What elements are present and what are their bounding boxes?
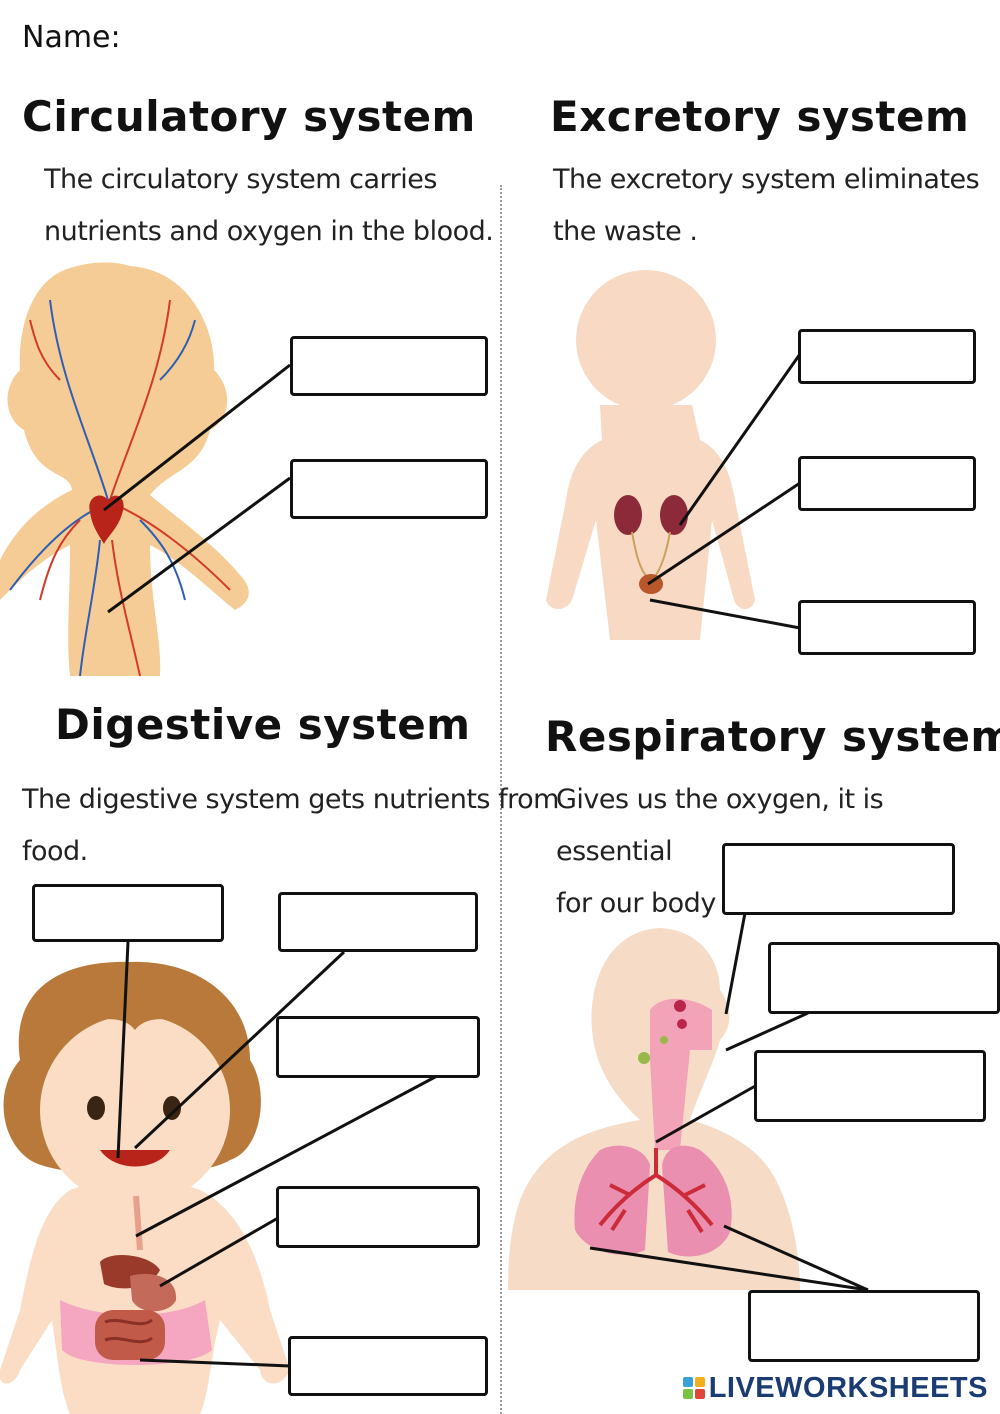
respiratory-answer-4-input[interactable] <box>748 1290 980 1362</box>
circulatory-answer-1-input[interactable] <box>290 336 488 396</box>
excretory-answer-1-input[interactable] <box>798 329 976 384</box>
liveworksheets-brand-text: LIVEWORKSHEETS <box>709 1372 988 1404</box>
liveworksheets-logo-icon <box>682 1375 706 1399</box>
digestive-body-illustration <box>0 962 290 1414</box>
excretory-body-illustration <box>546 270 755 640</box>
respiratory-answer-3-input[interactable] <box>754 1050 986 1122</box>
respiratory-answer-1-input[interactable] <box>722 843 955 915</box>
digestive-answer-3-input[interactable] <box>276 1016 480 1078</box>
circulatory-answer-2-input[interactable] <box>290 459 488 519</box>
digestive-answer-5-input[interactable] <box>288 1336 488 1396</box>
digestive-answer-4-input[interactable] <box>276 1186 480 1248</box>
excretory-answer-2-input[interactable] <box>798 456 976 511</box>
digestive-answer-1-input[interactable] <box>32 884 224 942</box>
circulatory-body-illustration <box>0 262 249 676</box>
digestive-answer-2-input[interactable] <box>278 892 478 952</box>
liveworksheets-logo: LIVEWORKSHEETS <box>682 1372 988 1405</box>
respiratory-answer-2-input[interactable] <box>768 942 1000 1014</box>
excretory-answer-3-input[interactable] <box>798 600 976 655</box>
